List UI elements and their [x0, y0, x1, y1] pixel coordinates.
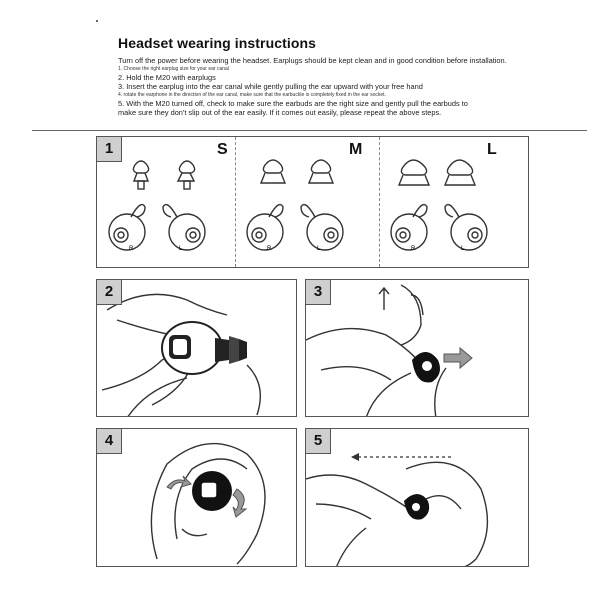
earbud-side-label: L [461, 246, 465, 252]
instruction-text: Turn off the power before wearing the he… [118, 56, 528, 118]
rotate-arrow-icon [166, 475, 192, 490]
step-5-text: 5. With the M20 turned off, check to mak… [118, 98, 468, 108]
size-label-l: L [487, 141, 497, 158]
earbud-icon [192, 471, 232, 511]
check-fit-illustration [306, 453, 489, 566]
step-number: 5 [306, 429, 331, 454]
hold-earbud-illustration [101, 293, 261, 416]
earbud-side-label: R [129, 246, 134, 252]
step-1-panel: R L R L R L S M L 1 [96, 136, 529, 268]
earbud-side-label: L [179, 246, 183, 252]
page-title: Headset wearing instructions [118, 35, 317, 51]
divider [32, 130, 587, 131]
arrow-up-icon [378, 286, 390, 310]
rotate-earbud-illustration [150, 442, 266, 565]
earplug-tip-small-icon [132, 160, 196, 190]
intro-line: Turn off the power before wearing the he… [118, 56, 507, 65]
earplug-tip-medium-icon [259, 159, 335, 184]
step-number: 3 [306, 280, 331, 305]
ear-icon [405, 461, 489, 566]
insert-earplug-illustration [306, 284, 473, 416]
step-4-panel: 4 [96, 428, 297, 567]
earbud-icon [161, 321, 247, 375]
step-5-text-cont: make sure they don't slip out of the ear… [118, 108, 442, 117]
rotate-arrow-icon [232, 488, 248, 518]
earbud-icon [404, 494, 430, 520]
size-divider [235, 137, 237, 267]
earbud-side-label: L [317, 246, 321, 252]
size-divider [379, 137, 381, 267]
earbud-side-label: R [411, 246, 416, 252]
earbud-icon [108, 203, 488, 251]
finger-icon [106, 293, 228, 316]
step-5-panel: 5 [305, 428, 529, 567]
earbud-side-label: R [267, 246, 272, 252]
stray-mark [96, 20, 98, 22]
step-4-text: 4. rotate the earphone in the direction … [118, 91, 386, 98]
step-number: 4 [97, 429, 122, 454]
earplug-tip-large-icon [397, 159, 477, 186]
step-2-panel: 2 [96, 279, 297, 417]
size-label-m: M [349, 141, 363, 158]
step-2-text: 2. Hold the M20 with earplugs [118, 72, 216, 82]
earbud-icon [412, 352, 440, 383]
ear-icon [150, 442, 266, 565]
step-3-panel: 3 [305, 279, 529, 417]
step-1-text: 1. Choose the right earplug size for you… [118, 65, 229, 72]
step-number: 2 [97, 280, 122, 305]
size-label-s: S [217, 141, 228, 158]
step-number: 1 [97, 137, 122, 162]
arrow-right-icon [443, 346, 473, 370]
step-3-text: 3. Insert the earplug into the ear canal… [118, 82, 423, 91]
